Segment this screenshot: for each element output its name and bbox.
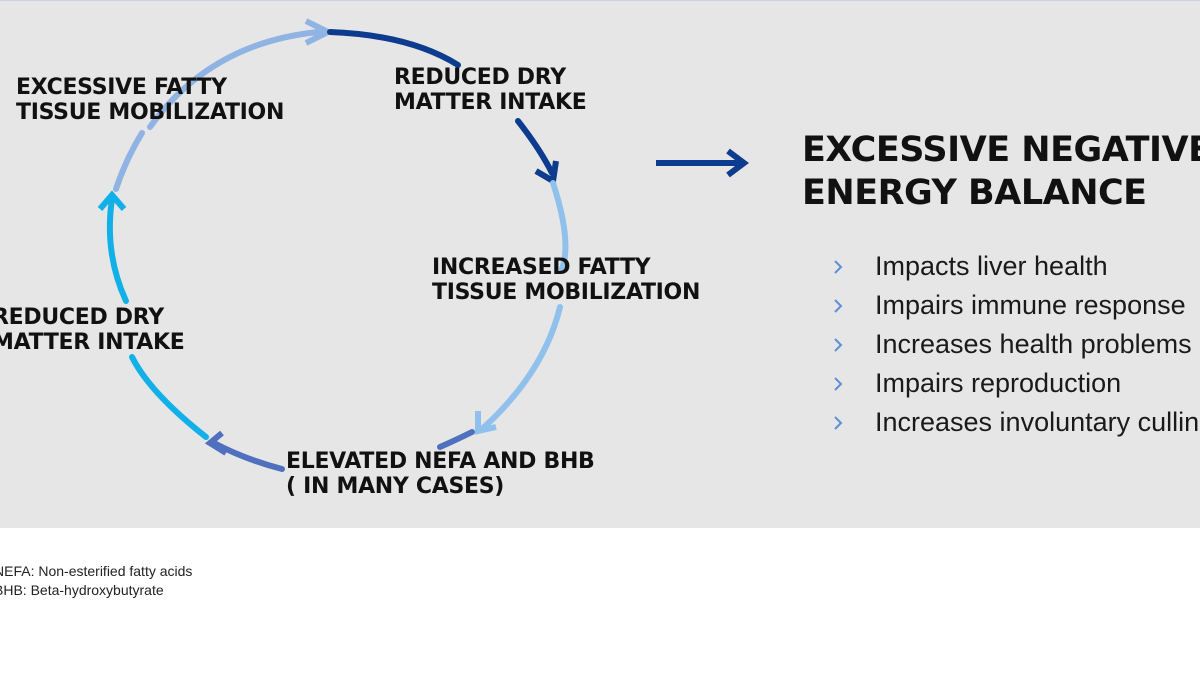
chevron-right-icon bbox=[834, 415, 843, 430]
result-title: EXCESSIVE NEGATIVE ENERGY BALANCE bbox=[802, 129, 1200, 215]
footnote: NEFA: Non-esterified fatty acids bbox=[0, 563, 193, 579]
cycle-arc-bottom-right bbox=[437, 429, 475, 450]
cycle-arc-right bbox=[550, 180, 569, 272]
label-line: ( IN MANY CASES) bbox=[286, 474, 505, 499]
label-line: TISSUE MOBILIZATION bbox=[432, 280, 701, 305]
list-item: Impairs immune response bbox=[828, 286, 1200, 325]
cycle-label-bottom: ELEVATED NEFA AND BHB ( IN MANY CASES) bbox=[286, 449, 595, 499]
list-item: Increases involuntary culling bbox=[828, 403, 1200, 442]
cycle-arc-top bbox=[147, 29, 321, 130]
label-line: ELEVATED NEFA AND BHB bbox=[286, 449, 595, 474]
footnote: BHB: Beta-hydroxybutyrate bbox=[0, 582, 164, 598]
cycle-arc-right-upper bbox=[515, 118, 555, 176]
result-arrowhead bbox=[726, 148, 749, 178]
arrowhead-left bbox=[97, 190, 127, 211]
list-item: Impacts liver health bbox=[828, 247, 1200, 286]
chevron-right-icon bbox=[834, 259, 843, 274]
cycle-arc-top-right bbox=[327, 29, 461, 68]
list-item-text: Impacts liver health bbox=[875, 251, 1108, 281]
label-line: INCREASED FATTY bbox=[432, 255, 651, 280]
list-item-text: Increases involuntary culling bbox=[875, 407, 1200, 437]
list-item: Impairs reproduction bbox=[828, 364, 1200, 403]
label-line: REDUCED DRY bbox=[394, 65, 566, 90]
list-item-text: Impairs immune response bbox=[875, 290, 1186, 320]
label-line: TISSUE MOBILIZATION bbox=[16, 100, 285, 125]
cycle-arc-bottom bbox=[211, 440, 285, 472]
cycle-label-top-left: EXCESSIVE FATTY TISSUE MOBILIZATION bbox=[16, 75, 284, 125]
consequences-list: Impacts liver health Impairs immune resp… bbox=[828, 247, 1200, 442]
list-item-text: Impairs reproduction bbox=[875, 368, 1122, 398]
cycle-arc-left-lower bbox=[129, 354, 209, 440]
diagram-panel: REDUCED DRY MATTER INTAKE INCREASED FATT… bbox=[0, 0, 1200, 528]
cycle-label-top-right: REDUCED DRY MATTER INTAKE bbox=[394, 65, 587, 115]
cycle-arc-left-upper bbox=[106, 196, 129, 304]
footnotes: NEFA: Non-esterified fatty acids BHB: Be… bbox=[0, 562, 192, 600]
cycle-diagram bbox=[97, 18, 749, 472]
label-line: MATTER INTAKE bbox=[0, 330, 185, 355]
arrowhead-bottom bbox=[204, 430, 228, 456]
cycle-arc-right-lower bbox=[479, 304, 563, 432]
chevron-right-icon bbox=[834, 376, 843, 391]
cycle-arc-top-left bbox=[113, 130, 145, 192]
label-line: MATTER INTAKE bbox=[394, 90, 587, 115]
cycle-label-left: REDUCED DRY MATTER INTAKE bbox=[0, 305, 185, 355]
chevron-right-icon bbox=[834, 298, 843, 313]
chevron-right-icon bbox=[834, 337, 843, 352]
arrowhead-lower-right bbox=[475, 411, 497, 435]
result-title-line: ENERGY BALANCE bbox=[802, 173, 1147, 213]
label-line: REDUCED DRY bbox=[0, 305, 164, 330]
cycle-label-right: INCREASED FATTY TISSUE MOBILIZATION bbox=[432, 255, 700, 305]
list-item-text: Increases health problems bbox=[875, 329, 1192, 359]
result-title-line: EXCESSIVE NEGATIVE bbox=[802, 130, 1200, 170]
list-item: Increases health problems bbox=[828, 325, 1200, 364]
label-line: EXCESSIVE FATTY bbox=[16, 75, 227, 100]
